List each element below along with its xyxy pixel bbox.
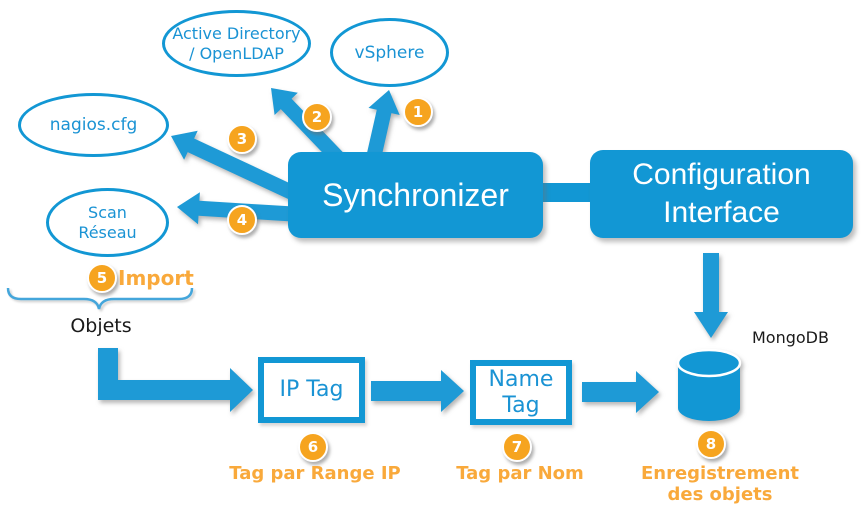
mongodb-label: MongoDB [752, 328, 829, 347]
ip-tag-label: IP Tag [279, 377, 344, 402]
tag-par-range-ip-label: Tag par Range IP [229, 463, 401, 484]
name-tag-label: Name Tag [488, 366, 554, 418]
import-brace [6, 287, 194, 310]
arrow-name-tag-to-mongodb [582, 371, 659, 413]
step-badge-3: 3 [227, 124, 257, 154]
step-badge-2: 2 [302, 102, 332, 132]
enregistrement-des-objets-label: Enregistrement des objets [640, 463, 800, 505]
tag-par-nom-label: Tag par Nom [456, 463, 584, 484]
source-label: Active Directory / OpenLDAP [172, 23, 301, 63]
source-ellipse-vsphere: vSphere [330, 18, 449, 87]
source-ellipse-scan-reseau: Scan Réseau [46, 188, 169, 257]
arrow-to-vsphere [366, 90, 400, 158]
step-badge-6: 6 [298, 432, 328, 462]
source-label: vSphere [354, 42, 425, 63]
arrow-to-nagios [171, 130, 297, 200]
connector-sync-config [543, 183, 590, 202]
source-ellipse-active-directory: Active Directory / OpenLDAP [162, 10, 311, 77]
arrow-objets-to-ip-tag [98, 348, 253, 412]
source-ellipse-nagios: nagios.cfg [18, 93, 169, 157]
step-badge-1: 1 [403, 97, 433, 127]
objets-label: Objets [70, 315, 132, 337]
step-badge-8: 8 [696, 429, 726, 459]
import-label: Import [118, 266, 194, 290]
ip-tag-box: IP Tag [258, 357, 365, 423]
source-label: Scan Réseau [78, 202, 137, 242]
synchronizer-box: Synchronizer [288, 152, 543, 238]
name-tag-box: Name Tag [470, 360, 572, 425]
step-badge-4: 4 [227, 205, 257, 235]
synchronizer-label: Synchronizer [322, 176, 509, 213]
source-label: nagios.cfg [49, 115, 138, 135]
step-badge-5: 5 [87, 263, 117, 293]
mongodb-database-icon [676, 348, 742, 421]
configuration-interface-box: Configuration Interface [590, 150, 853, 238]
configuration-interface-label: Configuration Interface [632, 158, 811, 229]
arrow-ip-tag-to-name-tag [371, 370, 464, 412]
step-badge-7: 7 [502, 432, 532, 462]
arrow-config-to-mongodb [694, 253, 728, 338]
